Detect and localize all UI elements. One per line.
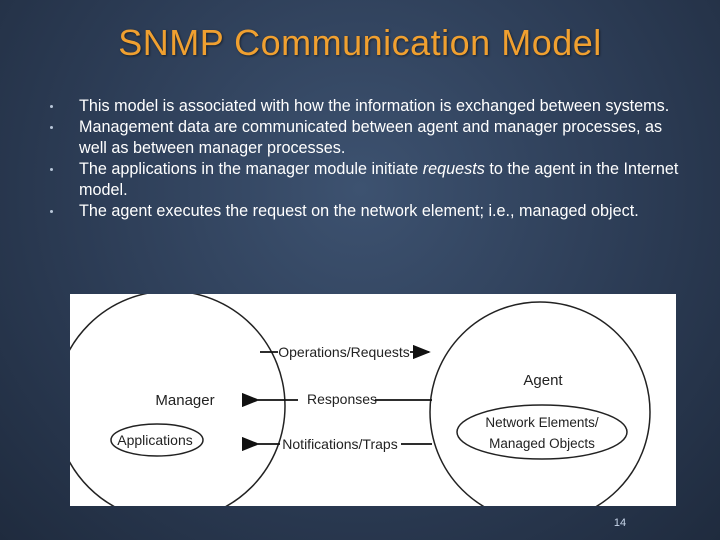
responses-label: Responses <box>307 391 377 407</box>
bullet-dot <box>50 168 53 171</box>
snmp-diagram: Manager Applications Agent Network Eleme… <box>70 294 676 506</box>
bullet-dot <box>50 126 53 129</box>
network-elements-line2: Managed Objects <box>489 436 595 451</box>
agent-circle <box>429 301 651 506</box>
manager-label: Manager <box>155 392 214 409</box>
manager-circle <box>70 294 286 506</box>
bullet-list: This model is associated with how the in… <box>50 96 690 222</box>
page-number: 14 <box>613 517 627 529</box>
bullet-item: The agent executes the request on the ne… <box>50 201 690 222</box>
applications-label: Applications <box>117 432 193 448</box>
bullet-item: The applications in the manager module i… <box>50 159 690 201</box>
bullet-text: to the agent in the Internet model. <box>79 160 679 199</box>
bullet-dot <box>50 210 53 213</box>
notifications-label: Notifications/Traps <box>282 436 397 452</box>
agent-label: Agent <box>523 372 563 389</box>
bullet-text: This model is associated with how the in… <box>79 97 670 115</box>
slide-title: SNMP Communication Model <box>118 22 602 63</box>
bullet-item: Management data are communicated between… <box>50 117 690 159</box>
applications-ellipse <box>110 423 204 457</box>
bullet-emphasis: requests <box>422 160 485 178</box>
network-elements-line1: Network Elements/ <box>485 415 599 430</box>
bullet-text: The agent executes the request on the ne… <box>79 202 639 220</box>
operations-label: Operations/Requests <box>278 344 410 360</box>
bullet-item: This model is associated with how the in… <box>50 96 690 117</box>
snmp-diagram-svg: Manager Applications Agent Network Eleme… <box>70 294 651 506</box>
network-elements-ellipse <box>456 404 628 460</box>
bullet-text: Management data are communicated between… <box>79 118 663 157</box>
bullet-text: The applications in the manager module i… <box>79 160 423 178</box>
bullet-dot <box>50 105 53 108</box>
